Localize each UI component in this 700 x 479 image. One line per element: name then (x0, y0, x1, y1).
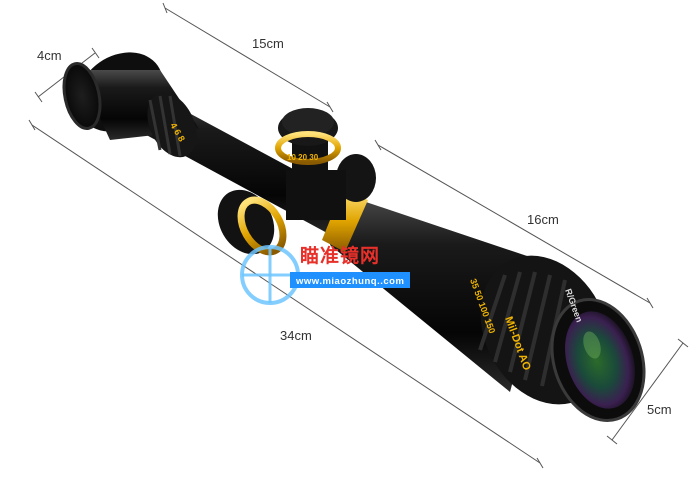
side-turret (217, 189, 275, 255)
watermark: 瞄准镜网 www.miaozhunq..com (240, 244, 410, 305)
watermark-chinese: 瞄准镜网 (300, 244, 380, 267)
turret-numbers: 10 20 30 (287, 153, 319, 162)
dim-label-5cm: 5cm (647, 402, 672, 417)
gold-band (322, 190, 368, 252)
dim-label-16cm: 16cm (527, 212, 559, 227)
watermark-url-bar (290, 272, 410, 288)
eyepiece-lens (62, 62, 102, 130)
watermark-url: www.miaozhunq..com (295, 276, 404, 287)
dimension-lines (28, 2, 689, 469)
dim-label-15cm: 15cm (252, 36, 284, 51)
dim-label-4cm: 4cm (37, 48, 62, 63)
objective-lens (565, 311, 635, 409)
dim-label-34cm: 34cm (280, 328, 312, 343)
scope-body: 4 6 8 10 20 30 Mil-Dot AO R/Green 35 50 … (62, 52, 646, 423)
dimension-labels: 4cm 15cm 16cm 34cm 5cm (37, 36, 672, 417)
